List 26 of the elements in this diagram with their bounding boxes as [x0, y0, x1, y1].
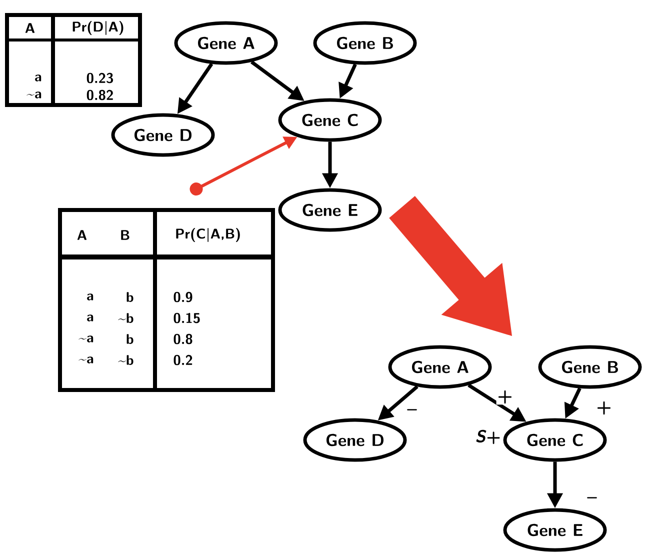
table-cell: a [87, 314, 94, 322]
table-cell: A [25, 23, 35, 33]
table-cell: b [126, 334, 134, 344]
table-cell: a [87, 294, 94, 300]
table-cell: b [126, 292, 134, 302]
table-cell: B [121, 230, 130, 240]
table-cell: A [77, 230, 87, 240]
edge-label: + [597, 401, 611, 415]
table-cell: 0.82 [86, 90, 113, 100]
table-cell: a [35, 74, 42, 82]
edge-label: – [587, 497, 597, 498]
table-cell: ~b [118, 355, 134, 365]
table-cell: ~b [118, 313, 134, 323]
table-cell: Pr(D|A) [72, 21, 124, 35]
table-cell: 0.8 [174, 334, 192, 344]
edge-label: + [498, 390, 512, 404]
table-cell: ~a [78, 336, 94, 342]
table-cell: 0.15 [174, 312, 200, 324]
sign-label: S+ [476, 430, 500, 444]
table-cell: Pr(C|A,B) [176, 228, 240, 242]
table-cell: ~a [26, 92, 42, 98]
table-cell: ~a [78, 356, 94, 364]
table-cell: 0.2 [174, 354, 192, 366]
table-cell: 0.9 [174, 292, 192, 302]
edge-label: – [407, 409, 417, 410]
table-cell: 0.23 [86, 72, 114, 84]
